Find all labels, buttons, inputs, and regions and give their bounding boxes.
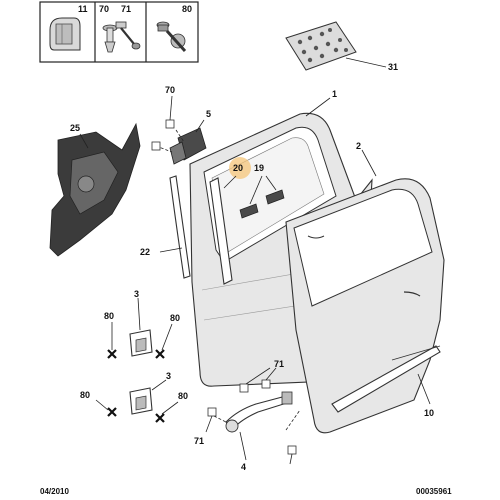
- bolt-80-right-lower: [155, 401, 179, 423]
- callout-22: 22: [140, 247, 150, 257]
- bolt-80-left-lower: [95, 399, 117, 417]
- bolt-80-left-upper: [107, 322, 117, 359]
- table-label-80: 80: [182, 4, 192, 14]
- header-parts-table: 11 70 71 80: [39, 1, 199, 63]
- callout-1: 1: [332, 89, 337, 99]
- callout-80-upper-right: 80: [170, 313, 180, 323]
- footer-code: 00035961: [416, 487, 452, 496]
- callout-10: 10: [424, 408, 434, 418]
- callout-71-lower: 71: [194, 436, 204, 446]
- bolt-80-right-upper: [155, 323, 173, 359]
- plugs-71-upper: [239, 367, 277, 393]
- clip-kit-part-31: [285, 21, 387, 71]
- callout-4: 4: [241, 462, 246, 472]
- callout-3-lower: 3: [166, 371, 171, 381]
- callout-2: 2: [356, 141, 361, 151]
- moulding-part-10: [331, 345, 441, 413]
- plastic-clip-icon: [49, 17, 81, 51]
- lower-hinge-part-3: [129, 379, 167, 415]
- footer-date: 04/2010: [40, 487, 69, 496]
- callout-71-upper: 71: [274, 359, 284, 369]
- push-rivet-icon: [102, 24, 118, 53]
- callout-20: 20: [233, 163, 243, 173]
- callout-80-lower-left: 80: [80, 390, 90, 400]
- upper-hinge-part-3: [129, 297, 153, 357]
- callout-25: 25: [70, 123, 80, 133]
- callout-5: 5: [206, 109, 211, 119]
- callout-3-upper: 3: [134, 289, 139, 299]
- highlight-marker: [229, 157, 251, 179]
- callout-80-upper-left: 80: [104, 311, 114, 321]
- pillar-trim-part-20: [209, 157, 251, 285]
- inner-panel-part-25: [49, 122, 141, 257]
- glass-run-part-22: [159, 175, 191, 279]
- rivet-70-leader: [169, 95, 173, 121]
- callout-19: 19: [254, 163, 264, 173]
- bolt-icon: [156, 21, 187, 53]
- check-strap-part-4: [207, 391, 301, 461]
- pads-part-19: [239, 175, 285, 219]
- table-label-71: 71: [121, 4, 131, 14]
- callout-80-lower-right: 80: [178, 391, 188, 401]
- table-label-70: 70: [99, 4, 109, 14]
- plugs-71-lower-leaders: [205, 415, 293, 465]
- window-regulator-part-5: [151, 119, 207, 165]
- callout-70: 70: [165, 85, 175, 95]
- table-label-11: 11: [78, 4, 88, 14]
- plug-icon: [115, 21, 141, 50]
- callout-31: 31: [388, 62, 398, 72]
